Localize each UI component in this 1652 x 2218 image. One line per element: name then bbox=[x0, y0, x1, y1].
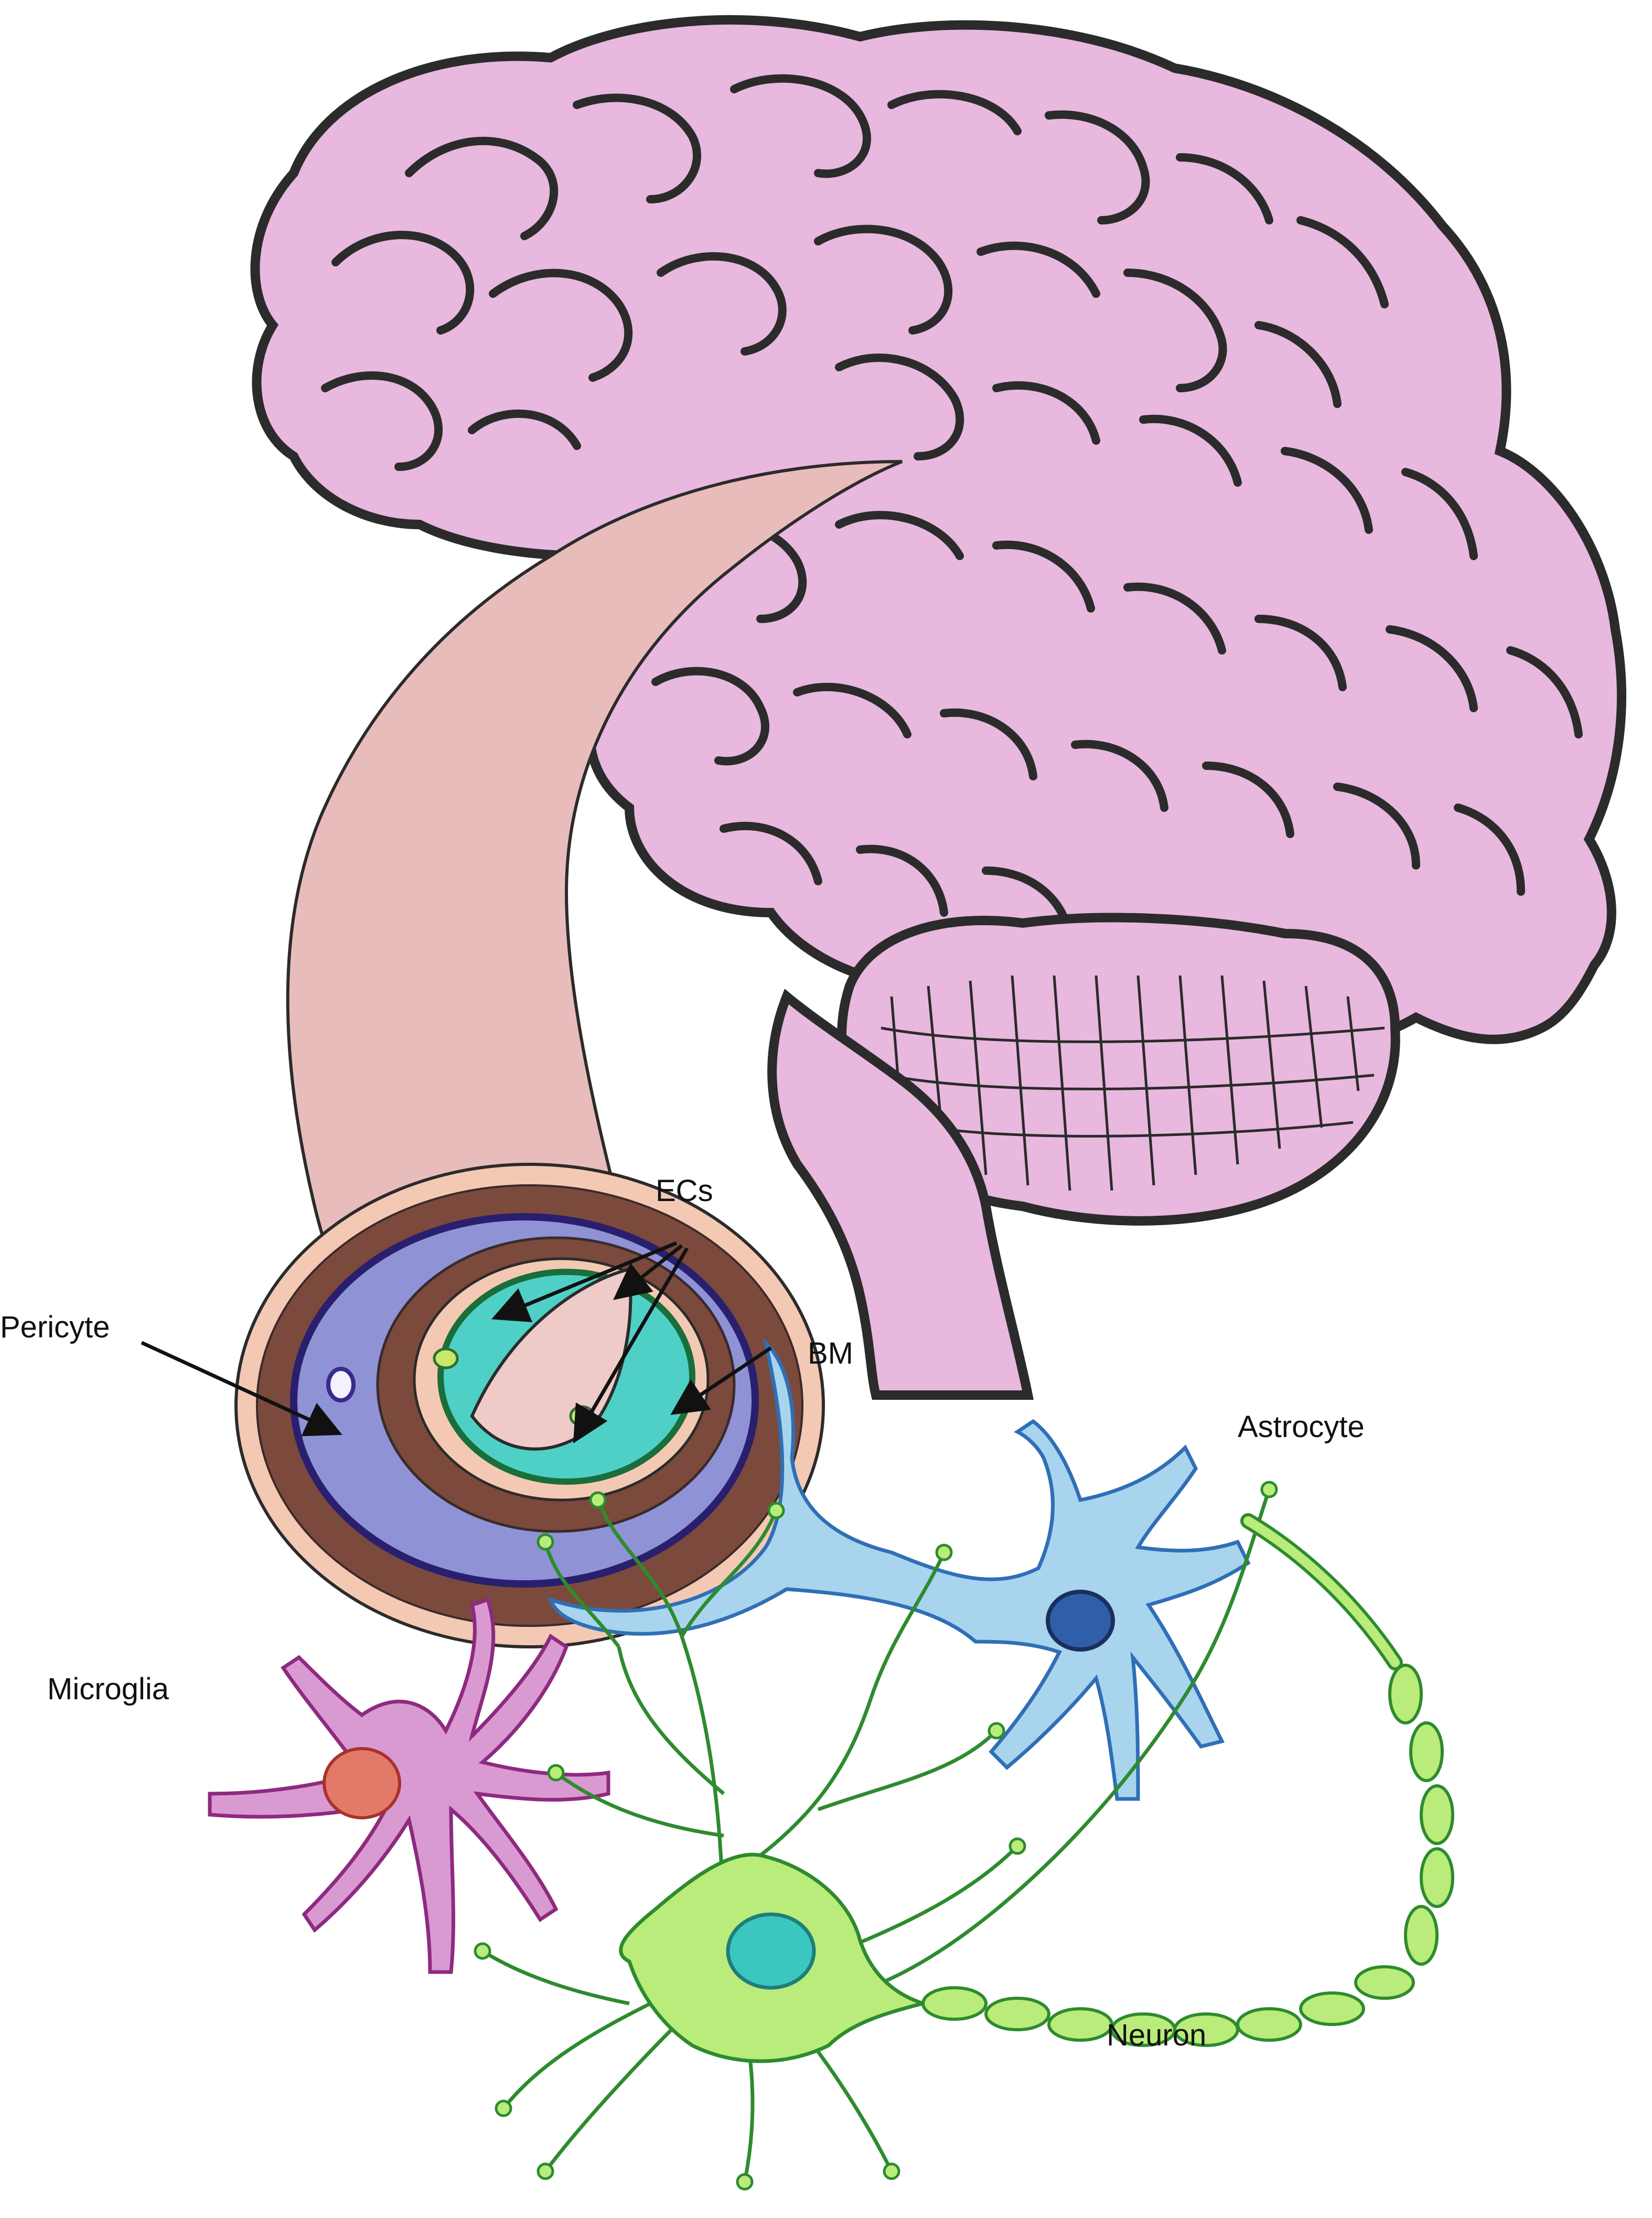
endothelial-nucleus-1 bbox=[433, 1347, 459, 1369]
bm-label: BM bbox=[808, 1336, 853, 1370]
dendrite-terminals bbox=[474, 1481, 1278, 2191]
astrocyte-label: Astrocyte bbox=[1238, 1410, 1365, 1444]
pericyte-nucleus bbox=[326, 1367, 356, 1402]
ecs-label: ECs bbox=[656, 1174, 713, 1208]
microglia-nucleus bbox=[323, 1747, 401, 1819]
neuron bbox=[474, 1481, 1454, 2191]
ecs-arrow-1 bbox=[491, 1241, 678, 1323]
ecs-arrow-3 bbox=[573, 1247, 689, 1444]
neuron-nucleus bbox=[726, 1912, 816, 1990]
myelinated-axon bbox=[921, 1664, 1454, 2047]
astrocyte-body bbox=[548, 1337, 1251, 1801]
brain-stem bbox=[767, 989, 1034, 1400]
pericyte-arrow bbox=[141, 1341, 342, 1437]
brain-gyri bbox=[321, 74, 1583, 943]
bm-arrow bbox=[670, 1346, 772, 1415]
vessel-cross-section bbox=[234, 1163, 825, 1648]
microglia bbox=[208, 1597, 610, 1974]
ecs-arrow-2 bbox=[613, 1244, 683, 1300]
pericyte-label: Pericyte bbox=[0, 1310, 110, 1344]
brain bbox=[250, 15, 1626, 1400]
astrocyte bbox=[548, 1337, 1251, 1801]
microglia-label: Microglia bbox=[47, 1672, 169, 1706]
astrocyte-nucleus bbox=[1046, 1590, 1115, 1652]
microglia-body bbox=[208, 1597, 610, 1974]
blood-vessel bbox=[234, 460, 903, 1648]
neuron-label: Neuron bbox=[1107, 2018, 1206, 2052]
label-arrows bbox=[141, 1241, 772, 1444]
